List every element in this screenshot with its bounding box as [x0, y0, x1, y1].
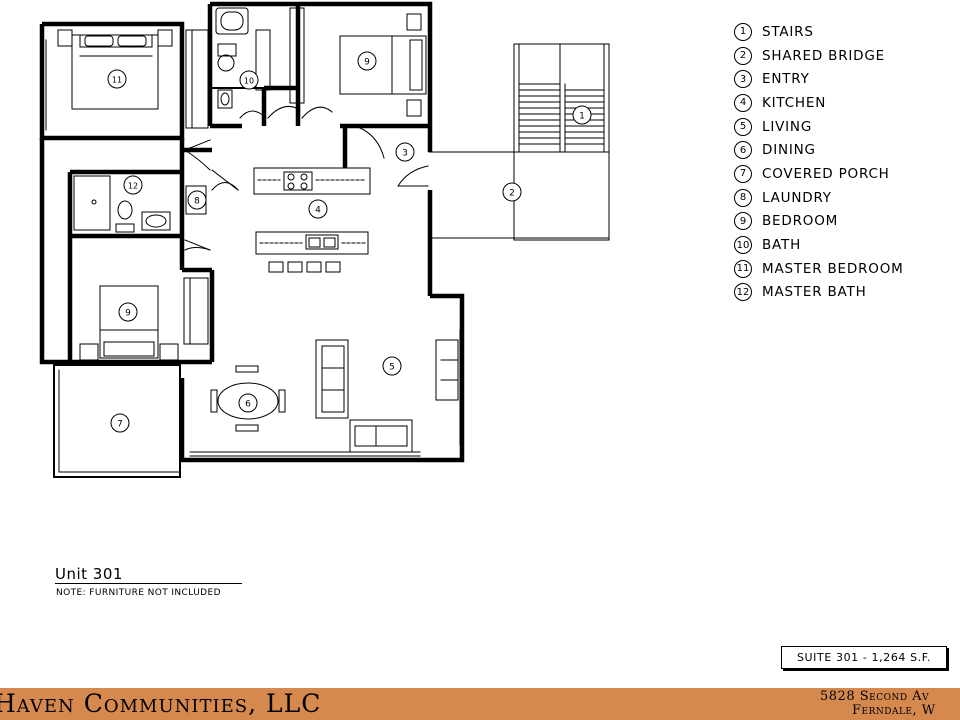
legend-label: Shared Bridge: [762, 47, 885, 64]
legend-item: 10 Bath: [734, 233, 960, 257]
address-line-1: 5828 Second Av: [820, 689, 930, 704]
tag-porch: 7: [110, 413, 130, 433]
legend-number: 3: [734, 70, 752, 89]
legend-number: 10: [734, 236, 752, 255]
tag-kitchen: 4: [308, 199, 328, 219]
unit-title: Unit 301: [55, 565, 123, 583]
svg-text:9: 9: [125, 309, 131, 319]
legend-item: 7 Covered Porch: [734, 162, 960, 186]
tag-entry: 3: [395, 142, 415, 162]
unit-title-underline: [55, 583, 242, 584]
tag-bridge: 2: [502, 182, 522, 202]
legend-number: 12: [734, 283, 752, 302]
tag-master-bath: 12: [123, 175, 143, 195]
legend-item: 8 Laundry: [734, 186, 960, 210]
legend-number: 2: [734, 46, 752, 65]
legend-label: Laundry: [762, 189, 832, 206]
legend-label: Bath: [762, 237, 802, 254]
legend-label: Bedroom: [762, 213, 839, 230]
legend-number: 4: [734, 93, 752, 112]
legend-number: 7: [734, 164, 752, 183]
legend-number: 1: [734, 22, 752, 41]
tag-living: 5: [382, 356, 402, 376]
legend-label: Covered Porch: [762, 165, 890, 182]
svg-text:11: 11: [112, 76, 122, 85]
svg-text:1: 1: [579, 112, 585, 122]
legend-label: Dining: [762, 142, 816, 159]
svg-text:10: 10: [244, 77, 254, 86]
legend-number: 8: [734, 188, 752, 207]
svg-text:3: 3: [402, 149, 408, 159]
svg-text:4: 4: [315, 206, 321, 216]
legend-item: 12 Master Bath: [734, 281, 960, 305]
legend-item: 4 Kitchen: [734, 91, 960, 115]
tag-dining: 6: [238, 393, 258, 413]
company-name: Haven Communities, LLC: [0, 689, 322, 718]
suite-area-label: Suite 301 - 1,264 S.F.: [781, 646, 947, 669]
legend-item: 2 Shared Bridge: [734, 44, 960, 68]
svg-text:12: 12: [128, 182, 138, 191]
stairs-drawing: [513, 43, 610, 241]
svg-text:2: 2: [509, 189, 515, 199]
legend-item: 3 Entry: [734, 67, 960, 91]
legend-label: Entry: [762, 71, 810, 88]
svg-text:5: 5: [389, 363, 395, 373]
legend-label: Master Bath: [762, 284, 867, 301]
address-line-2: Ferndale, W: [852, 703, 936, 718]
tag-master-bedroom: 11: [107, 69, 127, 89]
tag-stairs: 1: [572, 105, 592, 125]
svg-text:7: 7: [117, 420, 123, 430]
legend-number: 9: [734, 212, 752, 231]
legend-label: Stairs: [762, 23, 814, 40]
svg-text:8: 8: [194, 197, 200, 207]
legend-item: 11 Master Bedroom: [734, 257, 960, 281]
legend-label: Living: [762, 118, 813, 135]
legend-number: 11: [734, 259, 752, 278]
furniture-note: Note: furniture not included: [56, 588, 221, 598]
legend-number: 6: [734, 141, 752, 160]
furniture: [45, 7, 461, 457]
walls: [39, 1, 465, 463]
shared-bridge: [428, 151, 610, 239]
legend-item: 1 Stairs: [734, 20, 960, 44]
room-tags: 1 2 3 4 5 6 7 8 9 9 10 11 12: [107, 51, 592, 433]
legend-item: 6 Dining: [734, 138, 960, 162]
svg-text:9: 9: [364, 58, 370, 68]
tag-bedroom-left: 9: [118, 302, 138, 322]
tag-bath: 10: [239, 70, 259, 90]
tag-bedroom-top: 9: [357, 51, 377, 71]
svg-text:6: 6: [245, 400, 251, 410]
legend-item: 5 Living: [734, 115, 960, 139]
legend-label: Master Bedroom: [762, 260, 904, 277]
legend-item: 9 Bedroom: [734, 210, 960, 234]
legend-label: Kitchen: [762, 94, 827, 111]
floor-plan: 1 2 3 4 5 6 7 8 9 9 10 11 12: [39, 1, 610, 478]
tag-laundry: 8: [187, 190, 207, 210]
footer-bar: Haven Communities, LLC 5828 Second Av Fe…: [0, 688, 960, 720]
legend-number: 5: [734, 117, 752, 136]
room-legend: 1 Stairs 2 Shared Bridge 3 Entry 4 Kitchen 5…: [734, 20, 960, 304]
